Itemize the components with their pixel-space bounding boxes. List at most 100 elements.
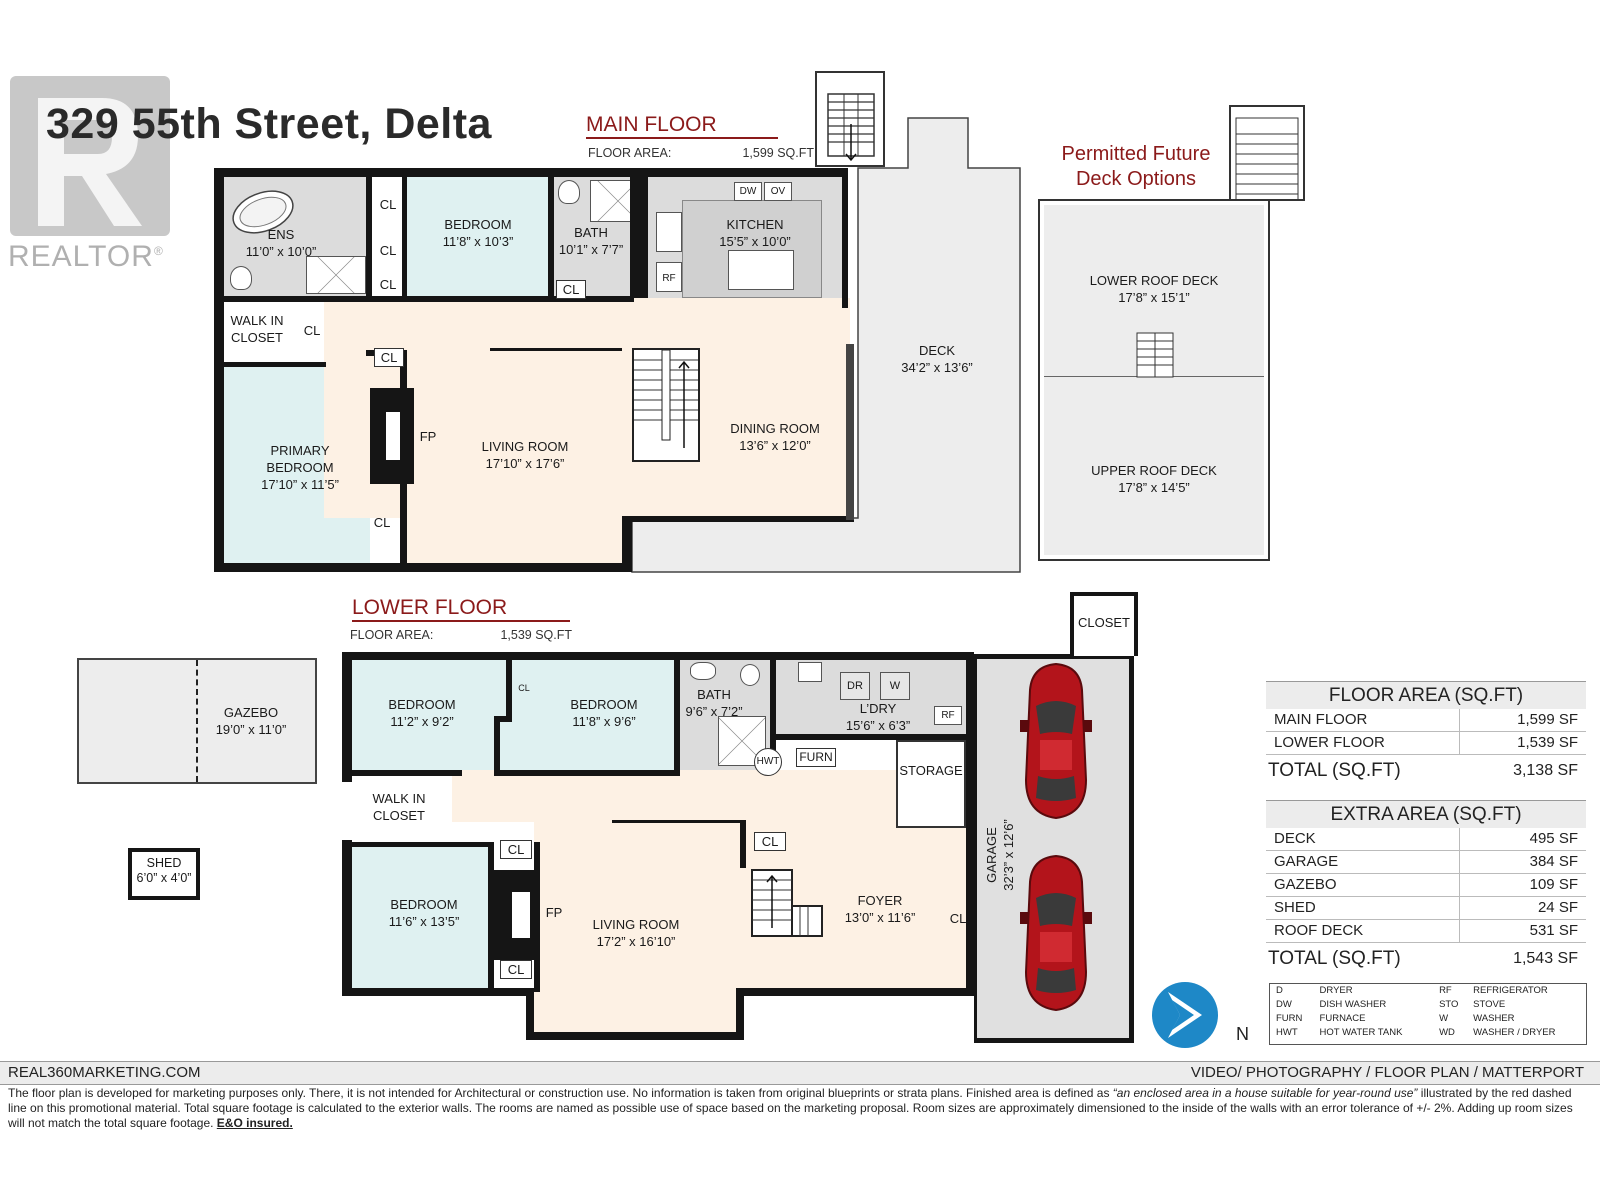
footer-services: VIDEO/ PHOTOGRAPHY / FLOOR PLAN / MATTER… <box>1190 1064 1584 1081</box>
car-icon <box>1020 854 1092 1012</box>
future-deck-stairs-icon <box>1229 105 1305 201</box>
wall <box>494 770 678 776</box>
wall <box>526 988 534 1040</box>
wall <box>630 176 648 298</box>
wall <box>674 660 680 776</box>
gazebo-dashed-line <box>196 660 198 782</box>
closet-label: CL <box>374 348 404 367</box>
closet-label: CL <box>754 832 786 851</box>
main-floor-label: MAIN FLOOR <box>586 113 717 136</box>
wall <box>842 168 848 308</box>
stove-icon <box>656 212 682 252</box>
hot-water-tank-label: HWT <box>754 748 782 776</box>
wall <box>488 842 494 992</box>
washer-label: W <box>880 672 910 700</box>
wall <box>846 344 854 520</box>
compass-north-label: N <box>1236 1024 1249 1044</box>
walk-in-closet-lower <box>352 780 452 846</box>
fireplace-lower-opening <box>512 892 530 938</box>
storage-room <box>896 740 966 828</box>
wall <box>342 652 974 660</box>
wall <box>402 176 407 298</box>
realtor-logo-mark-icon <box>10 76 170 236</box>
wall <box>506 660 512 720</box>
wall <box>612 820 744 823</box>
main-floor-heading: MAIN FLOOR <box>586 113 778 139</box>
closet-label: CL <box>518 683 530 693</box>
lower-floor-heading: LOWER FLOOR <box>352 596 570 622</box>
walk-in-closet-room <box>224 298 324 364</box>
closet-label: CL <box>949 911 967 926</box>
wall <box>342 770 462 776</box>
walk-in-closet-lower-label: WALK IN CLOSET <box>372 791 426 823</box>
oven-label: OV <box>764 182 792 201</box>
wall <box>342 840 352 996</box>
wall <box>770 660 776 770</box>
bedroom-main-room <box>404 176 552 298</box>
closet-room-label: CLOSET <box>1077 615 1130 630</box>
stairs-icon <box>827 93 875 162</box>
bathtub-icon <box>232 190 294 234</box>
upper-roof-deck <box>1044 377 1264 555</box>
fireplace-lower-label: FP <box>545 905 563 920</box>
footer-bar: REAL360MARKETING.COM VIDEO/ PHOTOGRAPHY … <box>0 1061 1600 1085</box>
lower-floor-label: LOWER FLOOR <box>352 596 508 619</box>
bedroom-1-room <box>352 660 510 770</box>
toilet-icon <box>558 180 580 204</box>
wall <box>622 518 632 572</box>
fireplace-label: FP <box>419 429 437 444</box>
wall <box>526 1032 744 1040</box>
kitchen-island <box>728 250 794 290</box>
toilet-icon <box>740 664 760 686</box>
fridge-lower-label: RF <box>934 706 962 725</box>
closet-label: CL <box>373 515 391 530</box>
garage-closet <box>1070 592 1138 656</box>
wall <box>740 820 746 868</box>
closet-label: CL <box>500 840 532 859</box>
closet-label: CL <box>556 280 586 299</box>
realtor-logo-text: REALTOR® <box>8 240 164 273</box>
interior-stairs-icon <box>632 348 700 462</box>
lower-stairs-icon <box>751 869 823 937</box>
dryer-label: DR <box>840 672 870 700</box>
wall <box>494 716 512 722</box>
wall <box>342 988 534 996</box>
bedroom-3-room <box>352 846 494 992</box>
wall <box>214 168 848 177</box>
wall <box>342 842 494 847</box>
lower-floor-area: FLOOR AREA: 1,539 SQ.FT <box>350 628 572 642</box>
wall <box>770 734 966 740</box>
furnace-label: FURN <box>796 748 836 767</box>
main-floor-area: FLOOR AREA: 1,599 SQ.FT <box>588 146 814 160</box>
walk-in-closet-label: WALK IN CLOSET <box>230 313 284 345</box>
living-room-lower-room <box>534 822 744 1038</box>
living-room-lower <box>406 518 632 564</box>
fridge-label: RF <box>662 273 676 284</box>
wall <box>214 168 224 572</box>
realtor-logo: REALTOR® <box>8 74 180 274</box>
wall <box>342 652 352 782</box>
